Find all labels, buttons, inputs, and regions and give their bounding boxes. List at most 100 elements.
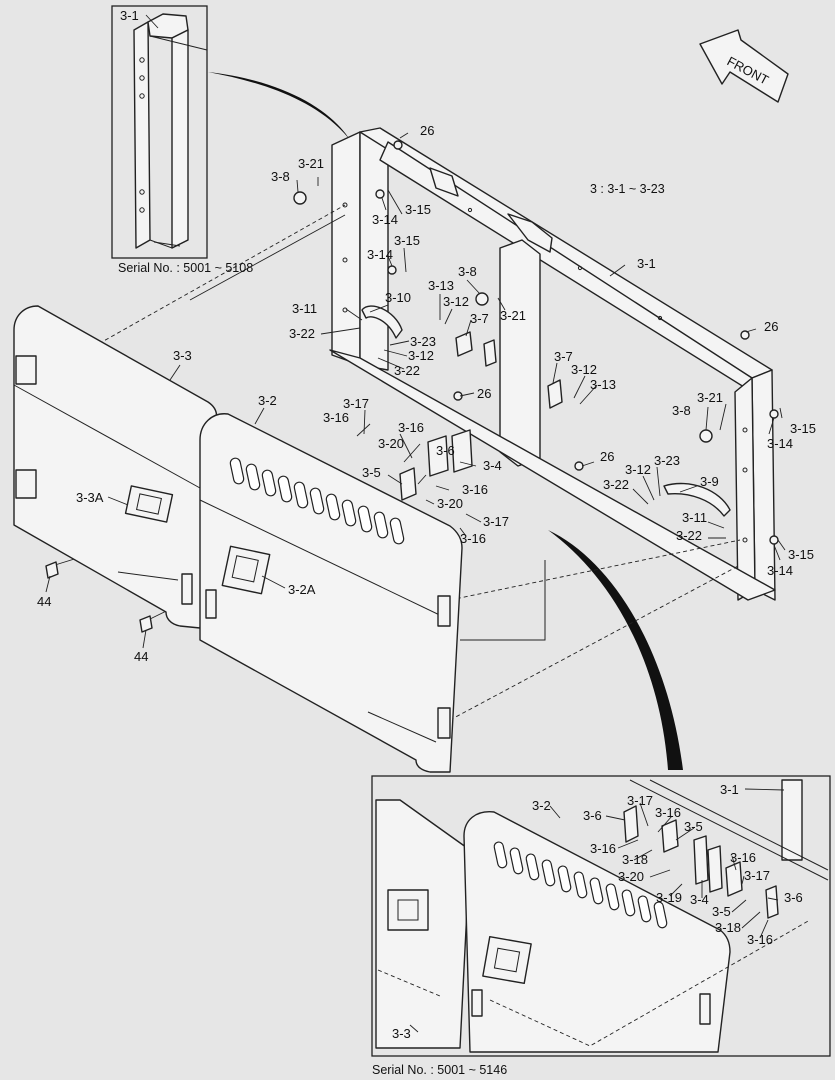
callout-label: 3-8 [458, 264, 477, 279]
callout-label: 3-3 [392, 1026, 411, 1041]
callout-label: 3-21 [298, 156, 324, 171]
callout-label: 3-21 [500, 308, 526, 323]
callout-label: 3-16 [323, 410, 349, 425]
inset-latch-3-5a [661, 819, 679, 853]
front-arrow-shape [699, 29, 789, 103]
callout-label: 3-23 [410, 334, 436, 349]
inset-handle-left [387, 889, 429, 931]
callout-label: 3-15 [405, 202, 431, 217]
serial-top-label: Serial No. : 5001 ~ 5108 [118, 261, 253, 275]
latch-3-4 [427, 435, 449, 477]
hinge-3-3-top [15, 355, 37, 385]
washer-3-14a [375, 189, 385, 199]
callout-label: 3-1 [637, 256, 656, 271]
callout-label: 3-14 [367, 247, 393, 262]
callout-label: 26 [420, 123, 434, 138]
hinge-3-2-left [205, 589, 217, 619]
frame-assembly [329, 127, 776, 601]
inset-latch-3-6a [623, 805, 639, 843]
callout-label: 3-2 [532, 798, 551, 813]
latch-3-4b [451, 429, 473, 473]
door-3-3-panel [13, 305, 218, 629]
callout-label: 3-20 [437, 496, 463, 511]
callout-label: 3-12 [443, 294, 469, 309]
callout-arc-bottom [548, 530, 683, 770]
washer-3-14d [769, 535, 779, 545]
callout-label: 3-21 [697, 390, 723, 405]
center-post [499, 239, 541, 467]
hinge-3-3-right [181, 573, 193, 605]
bracket-3-10 [361, 305, 403, 339]
bolt-44b [139, 615, 153, 633]
callout-label: 3-16 [460, 531, 486, 546]
callout-arc-top [208, 72, 350, 140]
inset-frame-post [133, 21, 151, 249]
callout-label: 3-1 [120, 8, 139, 23]
handle-3-2A [221, 545, 271, 595]
callout-label: 3-17 [343, 396, 369, 411]
hinge-3-2-bottom [437, 707, 451, 739]
knob-3-8c [699, 429, 713, 443]
callout-label: 3-3 [173, 348, 192, 363]
callout-label: 3-8 [271, 169, 290, 184]
bracket-3-7b [547, 379, 563, 409]
callout-label: 3-7 [554, 349, 573, 364]
washer-3-14b [387, 265, 397, 275]
knob-3-8a [293, 191, 307, 205]
callout-label: 3-11 [682, 510, 707, 525]
callout-label: 3-6 [583, 808, 602, 823]
serial-bottom-label: Serial No. : 5001 ~ 5146 [372, 1063, 507, 1077]
callout-label: 3-6 [436, 443, 455, 458]
callout-label: 3-13 [428, 278, 454, 293]
bolt-26a [393, 140, 403, 150]
range-note: 3 : 3-1 ~ 3-23 [590, 182, 665, 196]
bolt-26b [740, 330, 750, 340]
inset-hinge-right [699, 993, 711, 1025]
callout-label: 3-19 [656, 890, 682, 905]
callout-label: 3-18 [622, 852, 648, 867]
inset-louver-slots [493, 841, 668, 929]
callout-label: 3-16 [747, 932, 773, 947]
callout-label: 3-22 [676, 528, 702, 543]
callout-label: 3-22 [394, 363, 420, 378]
inset-bottom-frame [371, 775, 831, 1057]
callout-label: 3-16 [462, 482, 488, 497]
inset-frame-post-rear [171, 29, 189, 249]
callout-label: 3-5 [684, 819, 703, 834]
callout-label: 3-15 [790, 421, 816, 436]
callout-label: 3-3A [76, 490, 104, 505]
callout-label: 3-10 [385, 290, 411, 305]
inset-frame-post [781, 779, 803, 861]
callout-label: 3-14 [767, 563, 793, 578]
callout-label: 3-8 [672, 403, 691, 418]
callout-label: 3-5 [362, 465, 381, 480]
callout-label: 3-12 [408, 348, 434, 363]
door-3-3 [13, 305, 218, 629]
callout-label: 3-12 [571, 362, 597, 377]
hinge-3-2-top [437, 595, 451, 627]
callout-label: 3-15 [394, 233, 420, 248]
callout-label: 3-20 [618, 869, 644, 884]
washer-3-14c [769, 409, 779, 419]
callout-label: 3-20 [378, 436, 404, 451]
inset-hinge-left [471, 989, 483, 1017]
inset-top-left [111, 5, 208, 259]
bracket-3-7a-tab [483, 339, 497, 367]
callout-labels: 3-1 26 3-21 3-8 3-14 3-15 3-14 3-15 3-8 … [37, 8, 816, 1041]
callout-label: 26 [764, 319, 778, 334]
callout-label: 3-23 [654, 453, 680, 468]
callout-label: 3-1 [720, 782, 739, 797]
knob-3-8b [475, 292, 489, 306]
callout-label: 3-11 [292, 301, 317, 316]
bracket-3-7a [455, 331, 473, 357]
callout-label: 3-15 [788, 547, 814, 562]
inset-latch-3-4b [707, 845, 723, 893]
inset-latch-3-4a [693, 835, 709, 885]
callout-label: 3-4 [483, 458, 502, 473]
callout-label: 3-6 [784, 890, 803, 905]
beam-bracket-2 [507, 213, 553, 253]
callout-label: 3-18 [715, 920, 741, 935]
inset-latch-3-5b [725, 861, 743, 897]
callout-label: 3-16 [655, 805, 681, 820]
